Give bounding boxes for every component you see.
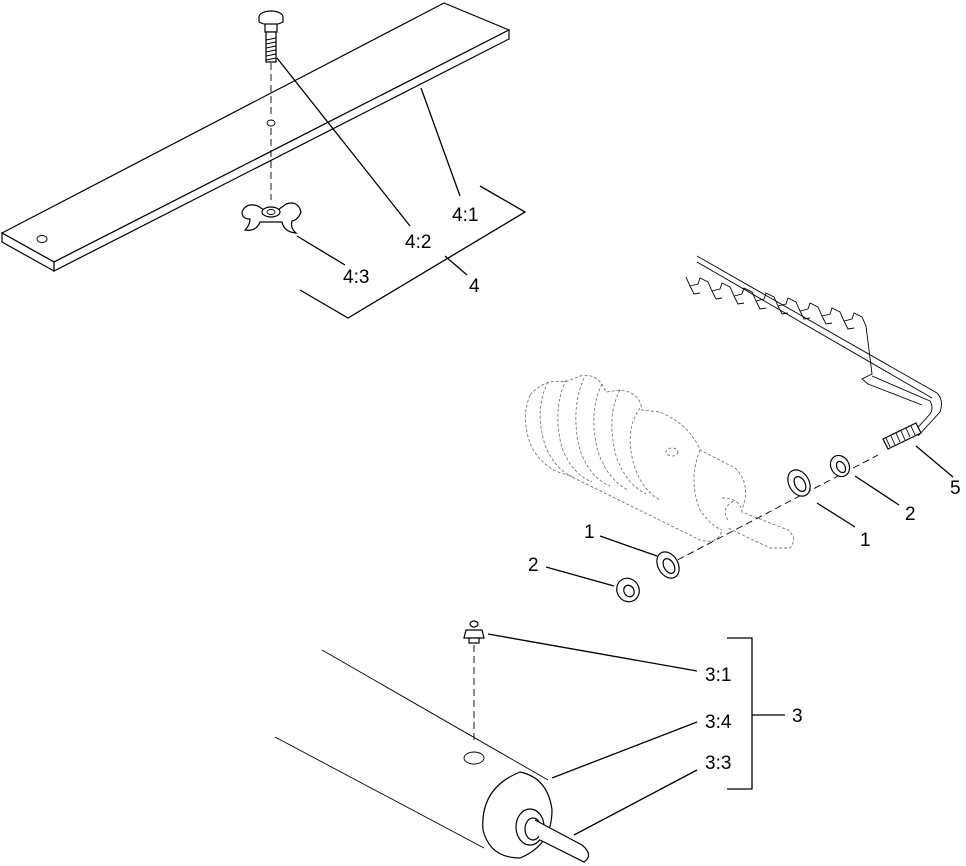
assembly-axis bbox=[667, 454, 879, 566]
leader-3-3 bbox=[573, 769, 698, 836]
callout-5: 5 bbox=[950, 478, 961, 499]
leader-1-left bbox=[599, 535, 658, 557]
fitting-hole bbox=[463, 751, 485, 765]
roller-shaft bbox=[515, 808, 590, 863]
callout-3-4: 3:4 bbox=[705, 712, 732, 733]
leader-2-right bbox=[854, 475, 900, 506]
group-3-bracket bbox=[727, 637, 753, 790]
leader-3-4 bbox=[551, 721, 698, 779]
grease-fitting bbox=[463, 620, 485, 740]
callout-4-1: 4:1 bbox=[452, 205, 478, 226]
ghost-reel-shaft bbox=[525, 374, 794, 549]
left-nut bbox=[616, 577, 640, 603]
leader-1-right bbox=[816, 502, 856, 528]
wing-nut bbox=[241, 128, 302, 234]
roller-assembly: 3:1 3:4 3:3 3 bbox=[274, 620, 803, 863]
leader-4-2 bbox=[276, 57, 411, 227]
group-4-bracket bbox=[299, 185, 527, 319]
carriage-bolt bbox=[258, 10, 284, 118]
callout-3-1: 3:1 bbox=[705, 665, 731, 686]
callout-4: 4 bbox=[469, 276, 480, 297]
leader-4-1 bbox=[420, 87, 461, 197]
leader-4-3 bbox=[296, 235, 346, 266]
callout-2-left: 2 bbox=[528, 555, 539, 576]
right-nut bbox=[829, 454, 851, 478]
leader-2-left bbox=[545, 566, 615, 587]
callout-1-left: 1 bbox=[584, 522, 595, 543]
callout-1-right: 1 bbox=[860, 530, 871, 551]
leader-4 bbox=[444, 255, 468, 276]
callout-2-right: 2 bbox=[905, 504, 916, 525]
bolt-hole bbox=[266, 119, 276, 127]
right-lock-washer bbox=[787, 469, 811, 497]
callout-4-2: 4:2 bbox=[405, 232, 431, 253]
callout-4-3: 4:3 bbox=[343, 267, 369, 288]
callout-3-3: 3:3 bbox=[705, 753, 731, 774]
leader-3-1 bbox=[487, 633, 698, 672]
flat-bar-assembly: 4:1 4:2 4:3 4 bbox=[0, 2, 527, 319]
comb-bar: 5 bbox=[685, 255, 961, 499]
callout-3: 3 bbox=[792, 706, 803, 727]
flat-bar bbox=[0, 2, 511, 273]
left-lock-washer bbox=[656, 551, 680, 579]
bar-hole bbox=[36, 235, 48, 243]
